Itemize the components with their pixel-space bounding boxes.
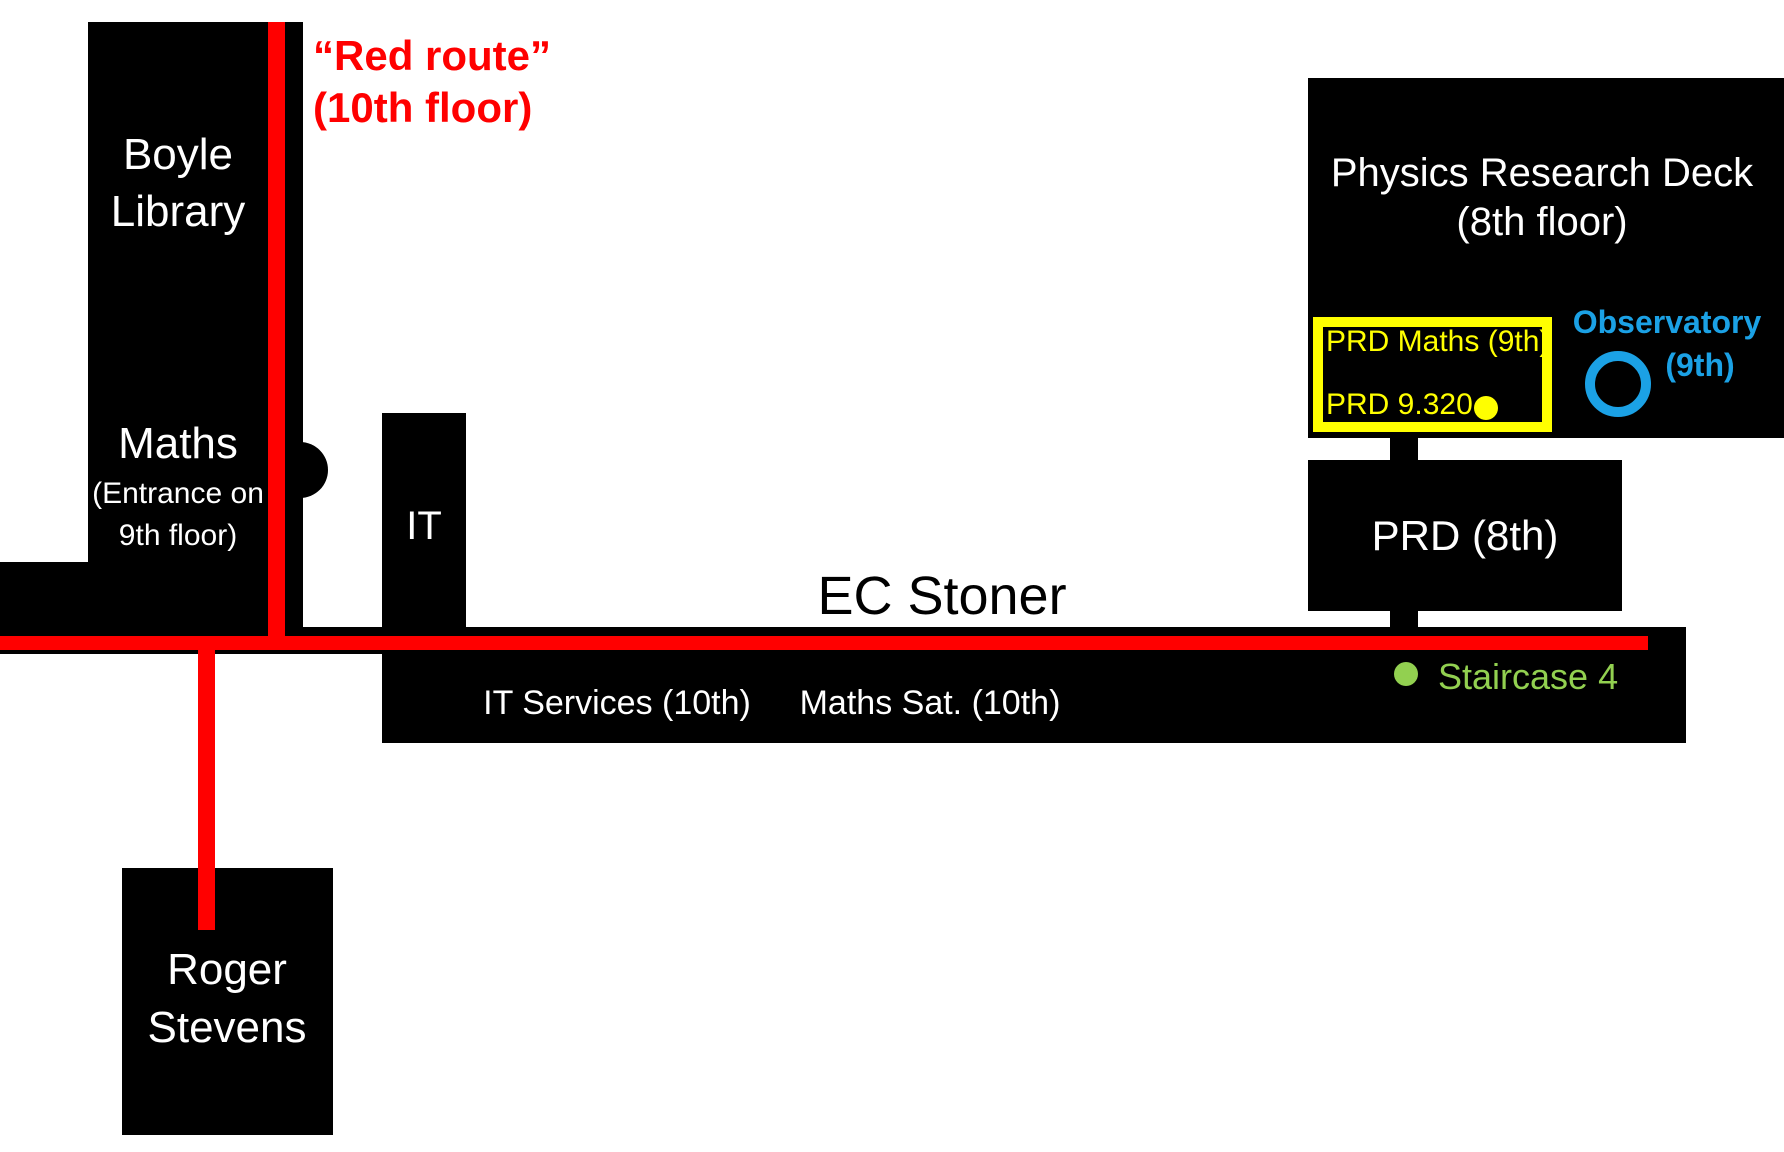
boyle-label-line2: Library xyxy=(110,187,246,236)
prd-lower-connector xyxy=(1390,609,1418,629)
prd-room-label: PRD 9.320 xyxy=(1326,388,1473,421)
maths-entrance-note-line2: 9th floor) xyxy=(118,519,238,552)
maths-entrance-note-line1: (Entrance on xyxy=(92,477,264,510)
observatory-circle-icon xyxy=(1585,351,1651,417)
roger-stevens-label-line1: Roger xyxy=(167,945,287,994)
boyle-maths-building xyxy=(88,22,303,562)
it-services-label: IT Services (10th) xyxy=(483,684,751,722)
prd-maths-highlight-box xyxy=(1313,317,1552,432)
boyle-label-line1: Boyle xyxy=(122,130,234,179)
red-route-vertical-line xyxy=(268,22,285,650)
prd-deck-title-line2: (8th floor) xyxy=(1456,200,1628,244)
roger-stevens-label-line2: Stevens xyxy=(147,1003,307,1052)
staircase-dot-icon xyxy=(1394,662,1418,686)
roger-stevens-building xyxy=(122,868,333,1135)
it-building xyxy=(382,413,466,628)
roger-stevens-route-line xyxy=(198,643,215,930)
prd-maths-label: PRD Maths (9th) xyxy=(1326,325,1550,358)
ec-stoner-label: EC Stoner xyxy=(817,566,1067,626)
maths-sat-label: Maths Sat. (10th) xyxy=(799,684,1061,722)
maths-label: Maths xyxy=(118,419,238,468)
prd-upper-connector xyxy=(1390,436,1418,462)
staircase-label: Staircase 4 xyxy=(1438,656,1619,697)
red-route-label-line1: “Red route” xyxy=(313,32,552,79)
red-route-horizontal-line xyxy=(0,636,1648,650)
observatory-label-line1: Observatory xyxy=(1572,304,1762,340)
observatory-label-line2: (9th) xyxy=(1665,347,1735,383)
red-route-label-line2: (10th floor) xyxy=(313,84,533,131)
prd-room-dot-icon xyxy=(1474,396,1498,420)
prd-deck-title-line1: Physics Research Deck xyxy=(1330,151,1754,195)
it-label: IT xyxy=(406,504,442,548)
prd-8th-building xyxy=(1308,460,1622,611)
prd-8th-label: PRD (8th) xyxy=(1371,512,1559,559)
